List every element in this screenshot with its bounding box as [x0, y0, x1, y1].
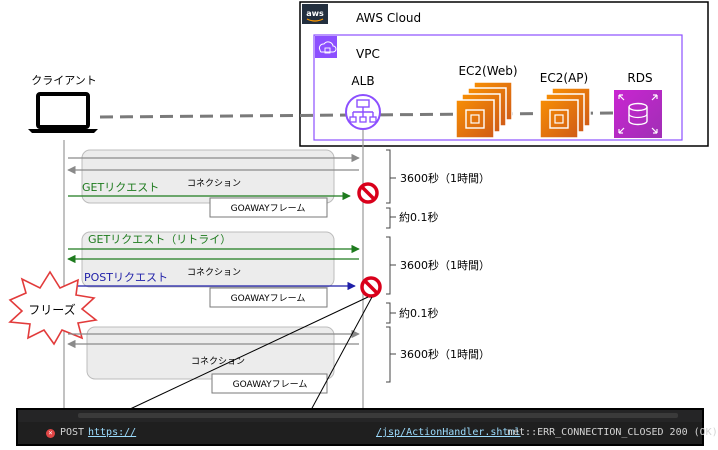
- goaway-frame-label-3: GOAWAYフレーム: [233, 379, 308, 390]
- get-request-label: GETリクエスト: [82, 181, 159, 194]
- get-retry-label: GETリクエスト（リトライ）: [88, 233, 231, 246]
- goaway-frame-label-1: GOAWAYフレーム: [231, 203, 306, 214]
- connection-label-2: コネクション: [187, 267, 241, 278]
- console-method: POST: [60, 427, 85, 438]
- gap-bracket-1: [386, 207, 396, 229]
- vpc-group: VPC: [313, 34, 683, 141]
- gap-label-2: 約0.1秒: [399, 306, 439, 320]
- console-error-message: net::ERR_CONNECTION_CLOSED 200 (OK): [507, 427, 718, 438]
- gap-bracket-2: [386, 302, 396, 324]
- vpc-label: VPC: [356, 47, 380, 61]
- aws-logo-text: aws: [306, 9, 324, 18]
- console-error-row[interactable]: × POST https:// /jsp/ActionHandler.shtml…: [18, 423, 718, 444]
- console-url-path[interactable]: /jsp/ActionHandler.shtml: [376, 427, 521, 438]
- goaway-frame-label-2: GOAWAYフレーム: [231, 293, 306, 304]
- goaway-frame-box-2: [209, 287, 328, 308]
- connection-box-1: [81, 149, 335, 204]
- callout-line-right: [310, 296, 373, 411]
- client-laptop-icon: [28, 92, 98, 133]
- network-link-dashed: [99, 111, 615, 119]
- phase-2: GETリクエスト（リトライ） コネクション POSTリクエスト GOAWAYフレ…: [67, 231, 382, 308]
- goaway-frame-box-1: [209, 197, 328, 218]
- prohibited-icon-1: [357, 182, 379, 204]
- rds-icon: [614, 90, 662, 138]
- duration-label-1: 3600秒（1時間）: [400, 171, 490, 185]
- vpc-icon: [315, 36, 337, 58]
- console-row-redacted: [18, 410, 702, 422]
- freeze-burst-icon: [8, 270, 98, 346]
- console-url-redacted: [148, 429, 374, 438]
- duration-label-3: 3600秒（1時間）: [400, 347, 490, 361]
- aws-cloud-title: AWS Cloud: [356, 11, 421, 25]
- ec2-ap-label: EC2(AP): [540, 71, 588, 85]
- ec2-web-stack-icon: [455, 81, 513, 139]
- alb-icon: [345, 94, 381, 130]
- gap-label-1: 約0.1秒: [399, 210, 439, 224]
- duration-label-2: 3600秒（1時間）: [400, 258, 490, 272]
- ec2-ap-stack-icon: [539, 87, 591, 139]
- console-url-start[interactable]: https://: [88, 427, 137, 438]
- post-request-label: POSTリクエスト: [84, 271, 168, 284]
- client-label: クライアント: [31, 74, 97, 87]
- browser-console-panel: × POST https:// /jsp/ActionHandler.shtml…: [16, 408, 718, 446]
- duration-bracket-1: [386, 149, 396, 204]
- phase-3: コネクション GOAWAYフレーム: [67, 326, 360, 394]
- goaway-frame-box-3: [211, 373, 328, 394]
- connection-box-3: [86, 326, 335, 380]
- prohibited-icon-2: [360, 276, 382, 298]
- rds-label: RDS: [627, 71, 652, 85]
- callout-line-left: [127, 296, 369, 411]
- duration-bracket-3: [386, 326, 396, 383]
- aws-logo-icon: [302, 4, 328, 24]
- alb-label: ALB: [351, 74, 374, 88]
- freeze-label: フリーズ: [28, 302, 75, 317]
- error-icon: ×: [46, 429, 55, 438]
- phase-1: コネクション GETリクエスト GOAWAYフレーム: [67, 149, 379, 218]
- connection-label-1: コネクション: [187, 178, 241, 189]
- duration-bracket-2: [386, 236, 396, 295]
- connection-label-3: コネクション: [191, 356, 245, 367]
- ec2-web-label: EC2(Web): [458, 64, 517, 78]
